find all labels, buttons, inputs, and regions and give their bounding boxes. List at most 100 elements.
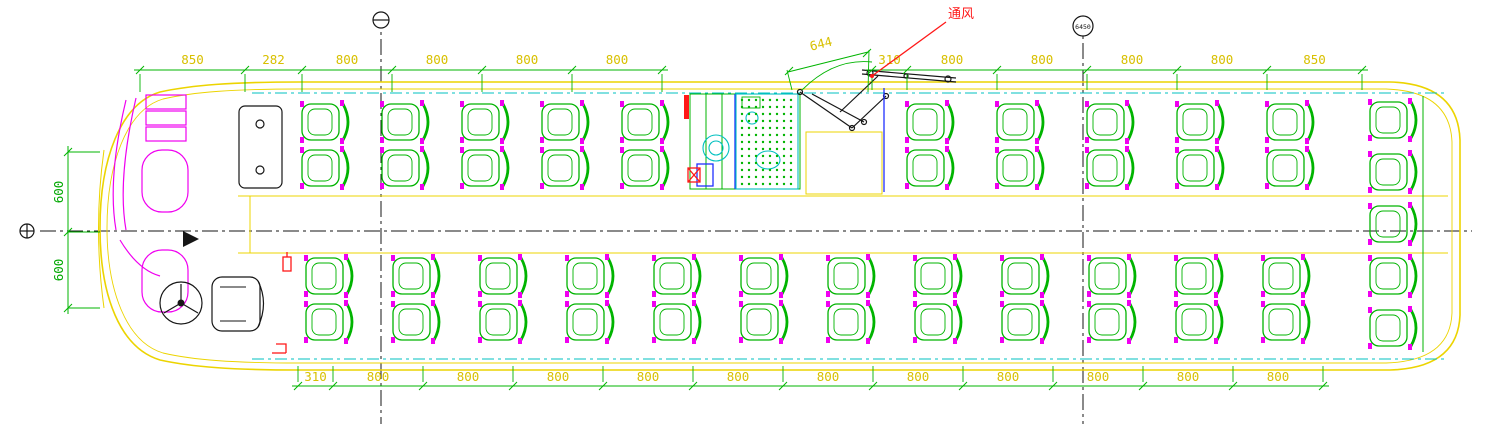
door-linkage	[811, 93, 865, 123]
entry-step	[145, 110, 187, 126]
door-post	[684, 95, 689, 119]
floor-dot	[775, 168, 779, 172]
floor-dot	[789, 105, 793, 109]
dimension-label: 600	[51, 181, 66, 204]
floor-dot	[782, 140, 786, 144]
linkage-joint	[848, 124, 856, 132]
dimension-label: 800	[516, 52, 539, 67]
floor-dot	[775, 98, 779, 102]
dimension-tick	[784, 66, 794, 76]
floor-dot	[782, 112, 786, 116]
floor-dot	[789, 133, 793, 137]
floor-dot	[754, 105, 758, 109]
floor-dot	[775, 147, 779, 151]
floor-dot	[789, 126, 793, 130]
axis-bubble-value: 6450	[1075, 23, 1091, 31]
dimension-label: 800	[367, 369, 390, 384]
floor-dot	[754, 133, 758, 137]
dashboard-curve	[112, 99, 127, 231]
door-linkage	[851, 95, 887, 129]
dimension-label: 800	[817, 369, 840, 384]
floor-dot	[789, 161, 793, 165]
floor-dot	[740, 98, 744, 102]
cabinet-knob	[255, 119, 265, 129]
floor-dot	[782, 119, 786, 123]
floor-dot	[747, 182, 751, 186]
dimension-label: 800	[997, 369, 1020, 384]
floor-dot	[789, 140, 793, 144]
front-cabinet	[238, 105, 283, 189]
floor-dot	[768, 105, 772, 109]
floor-dot	[789, 182, 793, 186]
floor-dot	[782, 161, 786, 165]
floor-dot	[754, 182, 758, 186]
wash-basin	[745, 111, 759, 125]
dimension-label: 644	[808, 34, 834, 54]
dimension-tick	[293, 381, 303, 391]
dimension-tick	[867, 65, 877, 75]
floor-dot	[747, 161, 751, 165]
body-outline-outer	[99, 81, 1461, 371]
floor-dot	[754, 98, 758, 102]
floor-dot	[747, 175, 751, 179]
floor-dot	[740, 161, 744, 165]
floor-dot	[747, 168, 751, 172]
floor-dot	[754, 140, 758, 144]
floor-dot	[754, 161, 758, 165]
dimension-tick	[567, 65, 577, 75]
dimension-tick	[598, 381, 608, 391]
floor-dot	[768, 161, 772, 165]
floor-dot	[761, 105, 765, 109]
floor-dot	[775, 161, 779, 165]
dimension-label: 310	[304, 369, 327, 384]
dimension-label: 800	[1087, 369, 1110, 384]
floor-dot	[782, 98, 786, 102]
dimension-label: 800	[727, 369, 750, 384]
floor-dot	[740, 175, 744, 179]
floor-dot	[789, 168, 793, 172]
floor-dot	[740, 168, 744, 172]
floor-dot	[775, 133, 779, 137]
linkage-joint	[860, 118, 868, 126]
dimension-tick	[902, 65, 912, 75]
floor-dot	[768, 119, 772, 123]
floor-dot	[782, 182, 786, 186]
driver-seatback	[257, 280, 265, 328]
dimension-label: 850	[181, 52, 204, 67]
floor-dot	[754, 126, 758, 130]
floor-dot	[761, 126, 765, 130]
extension-line	[786, 69, 793, 91]
dimension-tick	[135, 65, 145, 75]
floor-dot	[747, 133, 751, 137]
dimension-label: 800	[637, 369, 660, 384]
floor-dot	[761, 154, 765, 158]
ventilation-label: 通风	[948, 7, 974, 22]
dimension-tick	[1228, 381, 1238, 391]
floor-dot	[740, 147, 744, 151]
dimension-label: 310	[878, 52, 901, 67]
floor-dot	[747, 105, 751, 109]
floor-dot	[761, 98, 765, 102]
dimension-tick	[778, 381, 788, 391]
dimension-label: 800	[1177, 369, 1200, 384]
floor-dot	[754, 168, 758, 172]
floor-dot	[761, 133, 765, 137]
dimension-tick	[508, 381, 518, 391]
dimension-label: 800	[457, 369, 480, 384]
floor-dot	[768, 182, 772, 186]
floor-dot	[768, 126, 772, 130]
floor-dot	[747, 98, 751, 102]
dimension-tick	[1172, 65, 1182, 75]
door-linkage	[799, 91, 853, 129]
steering-spoke	[180, 302, 199, 314]
floor-dot	[768, 168, 772, 172]
annotations: 644 通风 6450	[19, 7, 1094, 239]
floor-dot	[768, 147, 772, 151]
dimension-label: 282	[262, 52, 285, 67]
floor-dot	[775, 154, 779, 158]
dimension-tick	[1357, 65, 1367, 75]
dimension-label: 600	[51, 259, 66, 282]
hazard-box	[687, 167, 701, 183]
floor-dot	[761, 147, 765, 151]
